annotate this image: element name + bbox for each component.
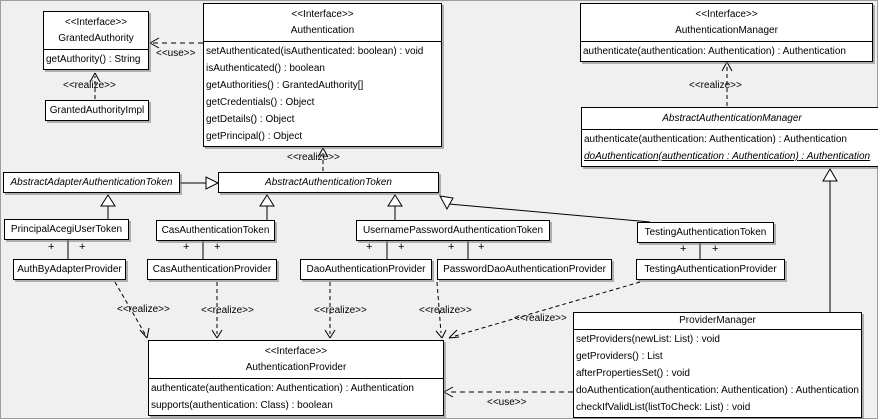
association-plus: + <box>398 241 405 253</box>
class-name: GrantedAuthority <box>58 33 134 44</box>
class-name: AuthenticationProvider <box>245 362 347 373</box>
use-label: <<use>> <box>487 397 527 408</box>
method: authenticate(authentication: Authenticat… <box>583 46 846 57</box>
method: getProviders() : List <box>576 351 663 362</box>
association-plus: + <box>680 243 687 255</box>
class-cas-authentication-provider[interactable]: CasAuthenticationProvider <box>147 259 277 280</box>
class-authentication[interactable]: <<Interface>> Authentication setAuthenti… <box>203 3 442 147</box>
class-name: CasAuthenticationToken <box>161 225 270 236</box>
method: isAuthenticated() : boolean <box>206 63 325 74</box>
method: getCredentials() : Object <box>206 97 315 108</box>
association-plus: + <box>214 241 221 253</box>
method: afterPropertiesSet() : void <box>576 368 690 379</box>
class-granted-authority-impl[interactable]: GrantedAuthorityImpl <box>45 100 149 121</box>
method: getAuthority() : String <box>46 54 141 65</box>
class-name: AbstractAdapterAuthenticationToken <box>10 177 173 188</box>
realize-label: <<realize>> <box>63 80 116 91</box>
method: checkIfValidList(listToCheck: List) : vo… <box>576 402 751 413</box>
method: doAuthentication(authentication: Authent… <box>576 385 859 396</box>
stereotype-interface: <<Interface>> <box>264 346 328 357</box>
class-cas-authentication-token[interactable]: CasAuthenticationToken <box>156 220 275 241</box>
class-auth-by-adapter-provider[interactable]: AuthByAdapterProvider <box>13 259 126 280</box>
class-name: PrincipalAcegiUserToken <box>10 224 123 235</box>
class-name: ProviderManager <box>679 315 756 326</box>
class-abstract-authentication-token[interactable]: AbstractAuthenticationToken <box>218 172 439 193</box>
class-authentication-provider[interactable]: <<Interface>> AuthenticationProvider aut… <box>148 340 444 416</box>
stereotype-interface: <<Interface>> <box>291 9 354 20</box>
realize-label: <<realize>> <box>287 152 340 163</box>
method: getPrincipal() : Object <box>206 131 303 142</box>
method: setProviders(newList: List) : void <box>576 334 720 345</box>
stereotype-interface: <<Interface>> <box>64 17 128 28</box>
class-principal-acegi-user-token[interactable]: PrincipalAcegiUserToken <box>4 219 129 240</box>
method: authenticate(authentication: Authenticat… <box>151 383 414 394</box>
class-name: PasswordDaoAuthenticationProvider <box>443 264 606 275</box>
class-abstract-adapter-authentication-token[interactable]: AbstractAdapterAuthenticationToken <box>3 172 180 193</box>
class-name: AuthenticationManager <box>675 25 778 36</box>
class-name: AuthByAdapterProvider <box>17 264 122 275</box>
method: setAuthenticated(isAuthenticated: boolea… <box>206 46 424 57</box>
association-plus: + <box>79 241 86 253</box>
class-password-dao-authentication-provider[interactable]: PasswordDaoAuthenticationProvider <box>437 259 612 280</box>
association-plus: + <box>366 241 373 253</box>
realize-label: <<realize>> <box>689 80 742 91</box>
class-name: TestingAuthenticationProvider <box>644 264 777 275</box>
class-name: DaoAuthenticationProvider <box>306 264 426 275</box>
method-abstract: doAuthentication(authentication : Authen… <box>584 151 871 162</box>
class-name: GrantedAuthorityImpl <box>49 105 145 116</box>
class-username-password-authentication-token[interactable]: UsernamePasswordAuthenticationToken <box>356 220 550 241</box>
class-abstract-authentication-manager[interactable]: AbstractAuthenticationManager authentica… <box>581 107 878 167</box>
class-provider-manager[interactable]: ProviderManager setProviders(newList: Li… <box>573 312 862 418</box>
method: getDetails() : Object <box>206 114 295 125</box>
class-dao-authentication-provider[interactable]: DaoAuthenticationProvider <box>300 259 432 280</box>
method: supports(authentication: Class) : boolea… <box>151 400 333 411</box>
use-label: <<use>> <box>156 48 196 59</box>
class-testing-authentication-provider[interactable]: TestingAuthenticationProvider <box>636 259 785 280</box>
class-authentication-manager[interactable]: <<Interface>> AuthenticationManager auth… <box>580 3 873 62</box>
class-name: CasAuthenticationProvider <box>152 264 272 275</box>
association-plus: + <box>448 241 455 253</box>
association-plus: + <box>183 241 190 253</box>
class-name: AbstractAuthenticationToken <box>265 177 392 188</box>
method: getAuthorities() : GrantedAuthority[] <box>206 80 364 91</box>
method: authenticate(authentication: Authenticat… <box>584 134 847 145</box>
association-plus: + <box>48 241 55 253</box>
class-name: UsernamePasswordAuthenticationToken <box>362 225 544 236</box>
realize-label: <<realize>> <box>117 304 170 315</box>
class-name: Authentication <box>290 25 355 36</box>
realize-label: <<realize>> <box>514 313 567 324</box>
class-granted-authority[interactable]: <<Interface>> GrantedAuthority getAuthor… <box>43 11 149 70</box>
realize-label: <<realize>> <box>314 305 367 316</box>
class-testing-authentication-token[interactable]: TestingAuthenticationToken <box>637 222 774 243</box>
stereotype-interface: <<Interface>> <box>695 9 758 20</box>
class-name: AbstractAuthenticationManager <box>662 113 802 124</box>
class-name: TestingAuthenticationToken <box>644 227 767 238</box>
realize-label: <<realize>> <box>201 305 254 316</box>
association-plus: + <box>478 241 485 253</box>
association-plus: + <box>712 243 719 255</box>
realize-label: <<realize>> <box>419 305 472 316</box>
